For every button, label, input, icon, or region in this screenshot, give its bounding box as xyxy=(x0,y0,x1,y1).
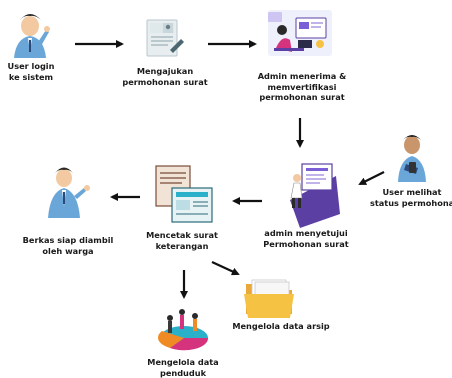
ready-documents-person-icon xyxy=(48,167,90,218)
population-data-pie-icon xyxy=(158,309,209,351)
print-letter-documents-icon xyxy=(155,165,213,223)
user-check-status-person-icon xyxy=(398,135,426,182)
label-penduduk: Mengelola data penduduk xyxy=(147,357,219,378)
archive-folder-icon xyxy=(244,279,294,318)
admin-verify-illustration-icon xyxy=(268,10,332,56)
user-login-person-icon xyxy=(14,14,50,58)
application-document-icon xyxy=(146,19,184,57)
label-berkas: Berkas siap diambil oleh warga xyxy=(22,235,114,256)
label-user-login: User login ke sistem xyxy=(7,61,55,82)
label-mencetak: Mencetak surat keterangan xyxy=(146,230,218,251)
label-arsip: Mengelola data arsip xyxy=(232,321,330,331)
label-user-melihat: User melihat status permohonan xyxy=(370,187,452,208)
label-mengajukan: Mengajukan permohonan surat xyxy=(122,66,208,87)
arrow-user-status-to-approve xyxy=(358,171,385,185)
arrow-print-to-archive xyxy=(211,261,240,276)
label-admin-setuju: admin menyetujui Permohonan surat xyxy=(263,228,349,249)
admin-approve-illustration-icon xyxy=(290,163,340,228)
label-admin-verifikasi: Admin menerima & memvertifikasi permohon… xyxy=(257,71,347,102)
